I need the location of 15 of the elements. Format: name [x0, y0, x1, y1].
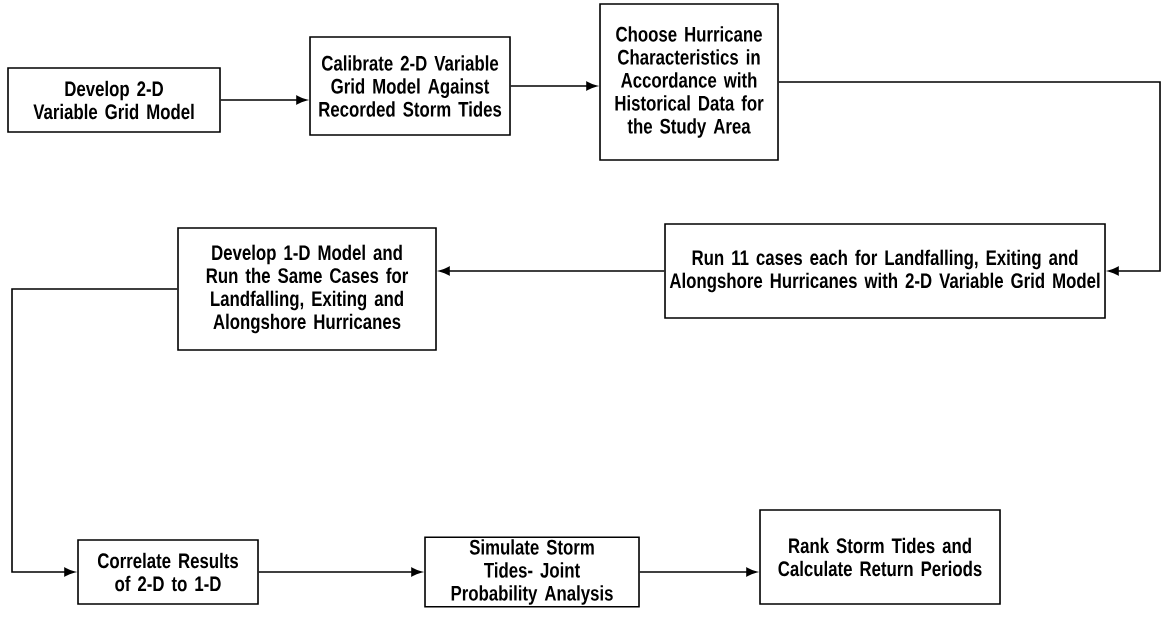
process-box: Choose Hurricane Characteristics in Accordance with Historical Data for the Study Area [599, 3, 779, 161]
arrow [510, 81, 597, 91]
process-box: Rank Storm Tides and Calculate Return Periods [759, 509, 1001, 605]
process-box: Run 11 cases each for Landfalling, Exiting and Alongshore Hurricanes with 2-D Variable Grid Model [664, 223, 1106, 319]
arrow [778, 81, 1161, 276]
arrow [439, 266, 665, 276]
arrow [639, 567, 757, 577]
process-box: Simulate Storm Tides- Joint Probability Analysis [424, 536, 640, 608]
arrow [258, 567, 422, 577]
process-box: Calibrate 2-D Variable Grid Model Against Recorded Storm Tides [309, 36, 511, 136]
arrow [11, 288, 178, 577]
process-box: Develop 1-D Model and Run the Same Cases for Landfalling, Exiting and Alongshore Hurricanes [177, 227, 437, 351]
process-box: Develop 2-D Variable Grid Model [7, 67, 221, 133]
arrow [220, 95, 307, 105]
process-box: Correlate Results of 2-D to 1-D [77, 539, 259, 605]
